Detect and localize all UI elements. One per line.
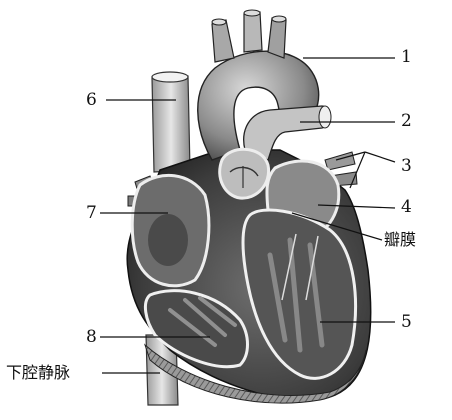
superior-vena-cava xyxy=(152,72,190,172)
label-7: 7 xyxy=(86,205,97,222)
label-5: 5 xyxy=(401,314,412,331)
label-6: 6 xyxy=(86,92,97,109)
label-3: 3 xyxy=(401,158,412,175)
label-4: 4 xyxy=(401,199,412,216)
right-atrium xyxy=(132,175,209,285)
label-inferior-vena-cava: 下腔静脉 xyxy=(6,365,70,381)
label-1: 1 xyxy=(401,49,412,66)
label-2: 2 xyxy=(401,113,412,130)
label-valve: 瓣膜 xyxy=(384,232,416,248)
aortic-valve xyxy=(220,149,269,198)
label-8: 8 xyxy=(86,329,97,346)
